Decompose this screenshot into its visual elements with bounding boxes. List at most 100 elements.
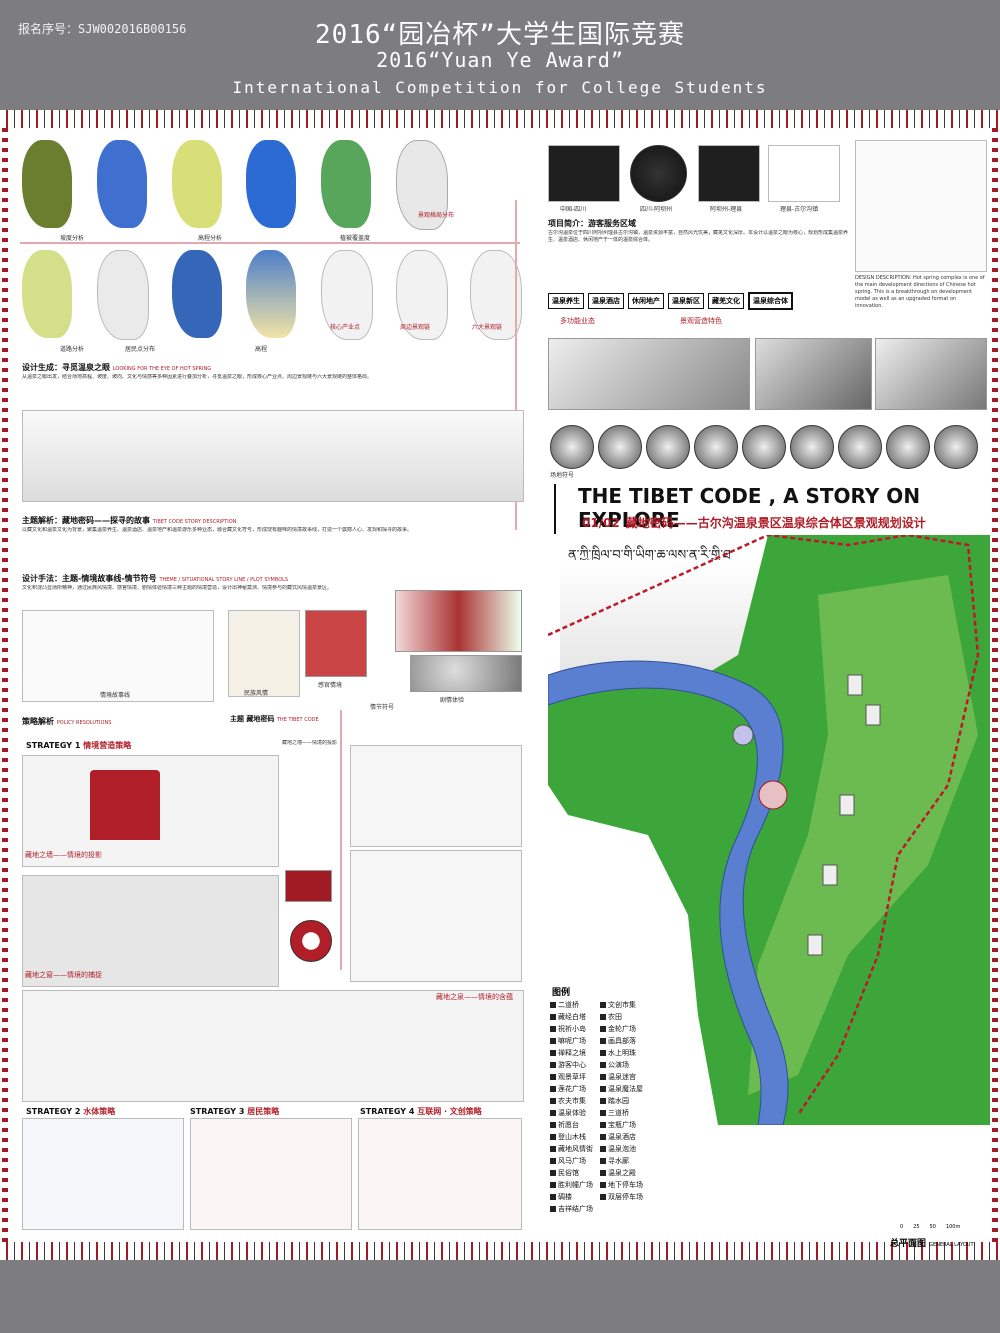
legend-marker <box>550 1038 556 1044</box>
legend-item: 画具部落 <box>600 1036 655 1048</box>
legend-item: 风马广场 <box>550 1156 605 1168</box>
plot-symbols-label: 情节符号 <box>370 704 395 711</box>
river-map <box>172 250 222 338</box>
legend-marker <box>550 1134 556 1140</box>
legend-item: 温泉体验 <box>550 1108 605 1120</box>
legend-marker <box>550 1110 556 1116</box>
legend-marker <box>600 1194 606 1200</box>
plan-boundary <box>548 535 980 1116</box>
legend-item: 农田 <box>600 1012 655 1024</box>
legend-marker <box>550 1086 556 1092</box>
legend-item: 登山木栈 <box>550 1132 605 1144</box>
site-photo-1 <box>548 338 750 410</box>
master-plan <box>548 535 990 1125</box>
legend-label: 农夫市集 <box>558 1097 586 1105</box>
settlement-map <box>97 250 149 340</box>
symbol-circle <box>886 425 930 469</box>
landscape-chain-map <box>396 250 448 340</box>
legend-item: 双层停车场 <box>600 1192 655 1204</box>
title-cn: 2016“园冶杯”大学生国际竞赛 <box>315 20 685 50</box>
legend-marker <box>600 1182 606 1188</box>
site-photo-3 <box>875 338 987 410</box>
legend-marker <box>600 1074 606 1080</box>
title-bracket <box>554 484 568 534</box>
legend-item: 莲花广场 <box>550 1084 605 1096</box>
format-box: 温泉新区 <box>668 293 704 309</box>
symbol-circle <box>934 425 978 469</box>
section-theme: 主题解析：藏地密码——探寻的故事 TIBET CODE STORY DESCRI… <box>22 516 237 525</box>
legend-marker <box>550 1194 556 1200</box>
legend-marker <box>600 1170 606 1176</box>
tibetan-script: ན་ཀྱི་ཁྲིལ་བ་གི་ཡིག་ཆ་ལས་ན་རི་གྱི་ཐ <box>568 548 731 563</box>
legend-label: 温泉酒店 <box>608 1133 636 1141</box>
legend-item: 藏经白塔 <box>550 1012 605 1024</box>
legend-marker <box>550 1098 556 1104</box>
legend-label: 双层停车场 <box>608 1193 643 1201</box>
drama-photos <box>410 655 522 692</box>
legend-marker <box>550 1074 556 1080</box>
map-label-2: 四川-阿坝州 <box>640 206 673 213</box>
legend-label: 藏地风情街 <box>558 1145 593 1153</box>
section-technique: 设计手法：主题-情境故事线-情节符号 THEME / SITUATIONAL S… <box>22 574 289 583</box>
symbol-circle <box>838 425 882 469</box>
circle-emblem <box>290 920 332 962</box>
analysis-label-2: 坡度分析 <box>60 235 85 242</box>
scale-tick: 0 <box>900 1224 904 1230</box>
legend-label: 观景草坪 <box>558 1073 586 1081</box>
legend-marker <box>550 1026 556 1032</box>
design-generation-text: 从温泉之眼出发，结合场地高程、坡度、坡向、文化与情感等多种因素进行叠加分析，寻觅… <box>22 374 373 380</box>
valley-sketch <box>22 410 524 502</box>
red-panel-photo <box>285 870 332 902</box>
legend-marker <box>600 1014 606 1020</box>
bottom-ornament-border <box>0 1242 1000 1260</box>
ethnic-style-label: 民族风情 <box>244 690 269 697</box>
legend-marker <box>600 1146 606 1152</box>
legend-marker <box>600 1002 606 1008</box>
core-industry-map <box>321 250 373 340</box>
legend-marker <box>600 1050 606 1056</box>
legend-label: 登山木栈 <box>558 1133 586 1141</box>
legend-item: 观景草坪 <box>550 1072 605 1084</box>
format-chain: 温泉养生 温泉酒店 休闲地产 温泉新区 藏羌文化 温泉综合体 <box>548 290 848 312</box>
landscape-pattern-map <box>396 140 448 230</box>
scale-tick: 50 <box>929 1224 936 1230</box>
legend-item: 禅释之境 <box>550 1048 605 1060</box>
legend-item: 二道桥 <box>550 1000 605 1012</box>
legend-label: 农田 <box>608 1013 622 1021</box>
legend-title: 图例 <box>552 988 571 998</box>
legend-label: 禅释之境 <box>558 1049 586 1057</box>
elevation-map <box>97 140 147 228</box>
symbol-circle <box>550 425 594 469</box>
design-description-en: DESIGN DESCRIPTION: Hot spring complex i… <box>855 275 985 309</box>
legend-label: 画具部落 <box>608 1037 636 1045</box>
legend-label: 温泉迷宫 <box>608 1073 636 1081</box>
legend-item: 水上明珠 <box>600 1048 655 1060</box>
legend-item: 文创市集 <box>600 1000 655 1012</box>
lixian-map <box>768 145 840 202</box>
internet-strategy-maps <box>358 1118 522 1230</box>
top-ornament-border <box>0 110 1000 128</box>
legend-label: 风马广场 <box>558 1157 586 1165</box>
map-label-3: 阿坝州-理县 <box>710 206 743 213</box>
site-symbol-label: 场地符号 <box>550 472 575 479</box>
legend-item: 碉楼 <box>550 1192 605 1204</box>
aspect-map <box>172 140 222 228</box>
plan-building <box>822 864 838 886</box>
strategy-4-label: STRATEGY 4 互联网 · 文创策略 <box>360 1107 482 1116</box>
symbol-circle <box>790 425 834 469</box>
water-map <box>246 140 296 228</box>
legend-item: 农夫市集 <box>550 1096 605 1108</box>
plan-label: 总平面图 GENERAL LAYOUT <box>890 1239 974 1249</box>
water-strategy-maps <box>22 1118 184 1230</box>
format-box: 温泉综合体 <box>748 292 793 310</box>
legend-label: 游客中心 <box>558 1061 586 1069</box>
legend-column-1: 二道桥藏经白塔祝祈小岛嘛呢广场禅释之境游客中心观景草坪莲花广场农夫市集温泉体验祈… <box>550 1000 605 1216</box>
legend-marker <box>550 1002 556 1008</box>
legend-label: 温泉之殿 <box>608 1169 636 1177</box>
strategy-2-label: STRATEGY 2 水体策略 <box>26 1107 116 1116</box>
plan-river <box>548 660 789 1125</box>
section-policy: 策略解析 POLICY RESOLUTIONS <box>22 717 112 726</box>
analysis-label-3: 高程分析 <box>198 235 223 242</box>
plan-terraces <box>748 575 978 1095</box>
legend-item: 藏地风情街 <box>550 1144 605 1156</box>
